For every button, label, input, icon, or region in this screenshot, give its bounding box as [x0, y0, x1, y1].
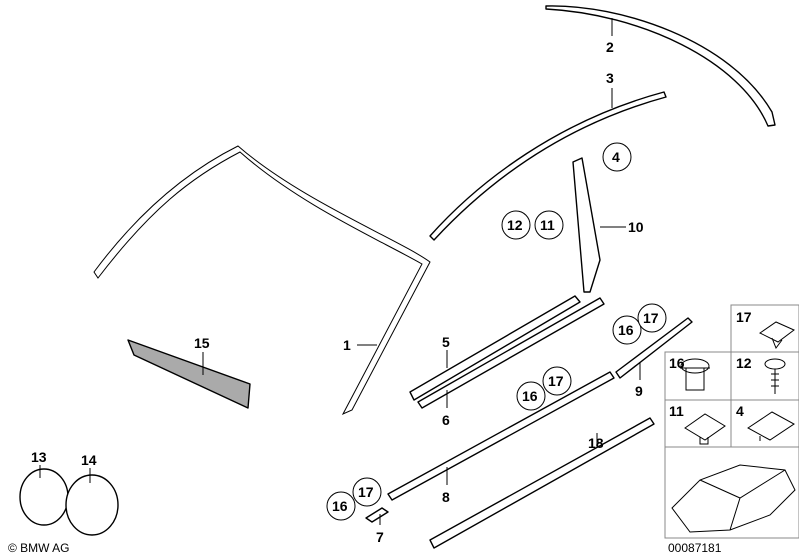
- callout-circle-17b: [542, 366, 572, 396]
- callout-6: 6: [442, 412, 450, 428]
- kidney-grille-part-14[interactable]: [65, 474, 119, 536]
- callout-1: 1: [343, 337, 351, 353]
- callout-11: 11: [540, 217, 555, 233]
- window-seal-part-5[interactable]: [409, 295, 581, 401]
- pillar-trim-part-10[interactable]: [572, 157, 601, 293]
- callout-8: 8: [442, 489, 450, 505]
- copyright-text: © BMW AG: [8, 541, 70, 555]
- clip-icon-11: [684, 413, 726, 445]
- screw-icon-12: [764, 358, 786, 370]
- callout-17c: 17: [358, 484, 374, 500]
- callout-17a: 17: [643, 310, 659, 326]
- callout-17b: 17: [548, 373, 564, 389]
- inset-label-16: 16: [669, 355, 685, 371]
- callout-2: 2: [606, 39, 614, 55]
- clip-icon-17: [759, 321, 795, 350]
- callout-circle-11: [534, 210, 564, 240]
- callout-circle-16a: [612, 315, 642, 345]
- inset-label-17: 17: [736, 309, 752, 325]
- callout-circle-16b: [516, 381, 546, 411]
- window-seal-part-6[interactable]: [417, 297, 605, 409]
- drip-molding-part-3[interactable]: [429, 91, 667, 241]
- cowl-grille-part-15[interactable]: [127, 339, 251, 409]
- drawing-number: 00087181: [668, 541, 722, 555]
- trim-strip-part-8[interactable]: [387, 371, 615, 501]
- callout-circle-12: [501, 210, 531, 240]
- callout-9: 9: [635, 383, 643, 399]
- callout-12: 12: [507, 217, 523, 233]
- callout-16b: 16: [522, 388, 538, 404]
- callout-5: 5: [442, 334, 450, 350]
- inset-label-12: 12: [736, 355, 752, 371]
- callout-circle-17a: [637, 303, 667, 333]
- callout-10: 10: [628, 219, 644, 235]
- callout-circle-4: [602, 142, 632, 172]
- inset-label-4: 4: [736, 403, 744, 419]
- callout-18: 18: [588, 435, 604, 451]
- trim-strip-part-9[interactable]: [615, 317, 693, 379]
- callout-7: 7: [376, 529, 384, 545]
- callout-circle-16c: [326, 491, 356, 521]
- inset-label-11: 11: [669, 403, 684, 419]
- callout-3: 3: [606, 70, 614, 86]
- callout-16a: 16: [618, 322, 634, 338]
- callout-16c: 16: [332, 498, 348, 514]
- callout-13: 13: [31, 449, 47, 465]
- windshield-molding-part-1[interactable]: [93, 145, 431, 416]
- car-location-icon: [671, 464, 796, 533]
- callout-circle-17c: [352, 477, 382, 507]
- kidney-grille-part-13[interactable]: [19, 468, 69, 526]
- expanding-nut-icon-16: [680, 367, 710, 391]
- callout-14: 14: [81, 452, 97, 468]
- end-cap-part-7[interactable]: [365, 507, 389, 523]
- sill-strip-part-18[interactable]: [429, 417, 655, 549]
- fastener-inset-panel: 17 16 12 11 4: [664, 304, 799, 539]
- roof-molding-part-2[interactable]: [545, 5, 776, 127]
- clip-icon-4: [747, 411, 795, 441]
- callout-15: 15: [194, 335, 210, 351]
- callout-4: 4: [612, 149, 620, 165]
